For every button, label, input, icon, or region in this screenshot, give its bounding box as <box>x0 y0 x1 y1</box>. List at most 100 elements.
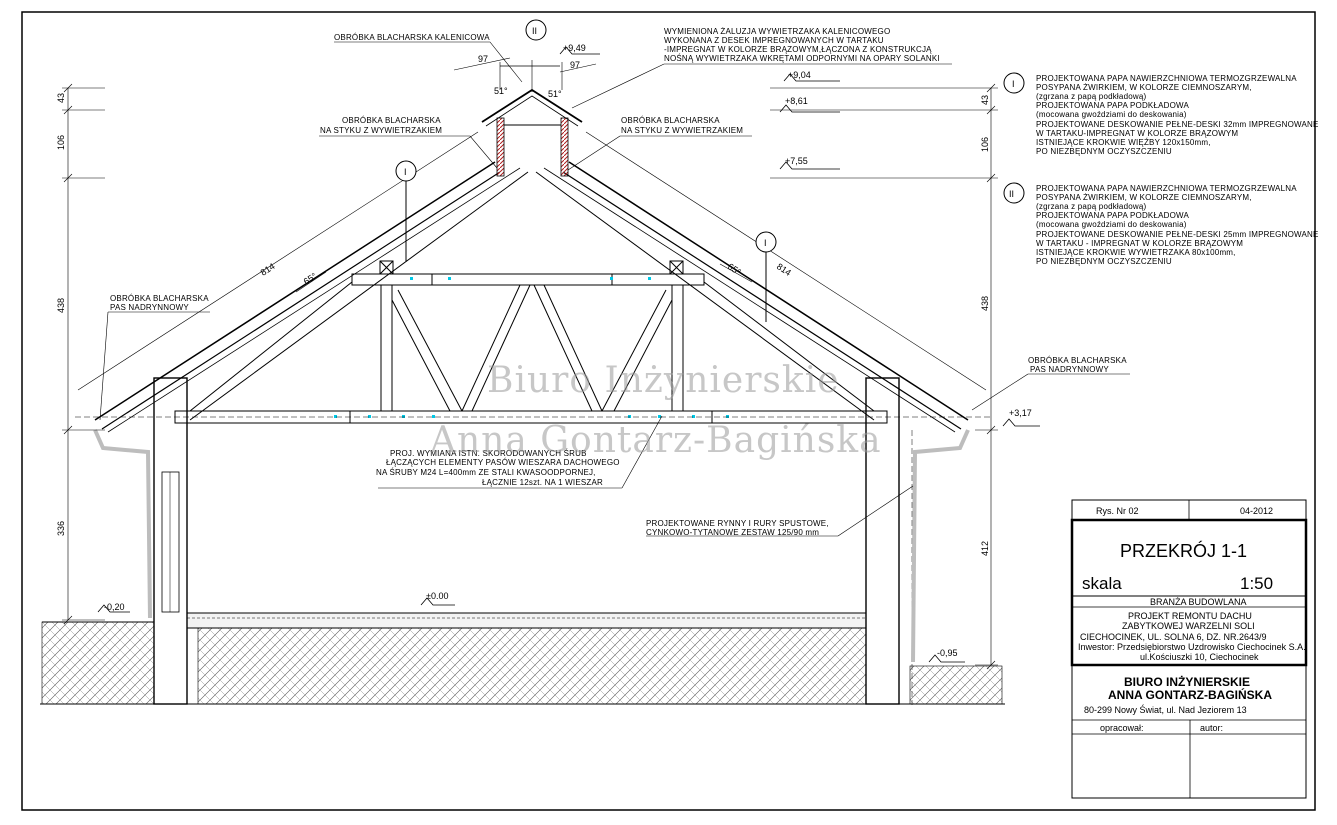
ground <box>40 621 1005 705</box>
callout-vent-louvre-2: WYKONANA Z DESEK IMPREGNOWANYCH W TARTAK… <box>664 36 884 45</box>
dimension-left <box>62 83 105 625</box>
callout-vent-joint-left-2: NA STYKU Z WYWIETRZAKIEM <box>320 126 442 135</box>
callout-gutters-1: PROJEKTOWANE RYNNY I RURY SPUSTOWE, <box>646 519 829 528</box>
tb-project-2: ZABYTKOWEJ WARZELNI SOLI <box>1122 621 1255 631</box>
tb-office-2: ANNA GONTARZ-BAGIŃSKA <box>1108 687 1272 702</box>
marker-i-right: I <box>764 238 767 248</box>
tb-date: 04-2012 <box>1240 506 1273 516</box>
legend-ii-line: (mocowana gwoździami do deskowania) <box>1036 220 1187 229</box>
callout-bolts-4: ŁĄCZNIE 12szt. NA 1 WIESZAR <box>482 478 603 487</box>
callout-ridge-flashing: OBRÓBKA BLACHARSKA KALENICOWA <box>334 33 490 42</box>
title-block <box>1070 499 1308 799</box>
level-eave: +3,17 <box>1009 408 1032 418</box>
tb-scale-value: 1:50 <box>1240 574 1273 593</box>
callout-gutters-2: CYNKOWO-TYTANOWE ZESTAW 125/90 mm <box>646 528 819 537</box>
gutters <box>93 429 970 663</box>
callout-vent-louvre-4: NOŚNĄ WYWIETRZAKA WKRĘTAMI ODPORNYMI NA … <box>664 54 940 63</box>
callout-gutter-left-2: PAS NADRYNNOWY <box>110 303 189 312</box>
dim-vent-51a: 51° <box>494 86 508 96</box>
level-ext-right: -0,95 <box>937 648 958 658</box>
watermark-line-1: Biuro Inżynierskie <box>487 360 840 401</box>
dimension-right <box>770 83 998 670</box>
level-markers <box>97 46 1040 663</box>
watermark-line-2: Anna Gontarz-Bagińska <box>429 420 882 461</box>
tb-prepared: opracował: <box>1100 723 1144 733</box>
section-markers <box>395 19 1025 322</box>
legend-ii-line: W TARTAKU - IMPREGNAT W KOLORZE BRĄZOWYM <box>1036 239 1243 248</box>
dim-vent-97a: 97 <box>478 54 488 64</box>
callout-bolts-2: ŁĄCZĄCYCH ELEMENTY PASÓW WIESZARA DACHOW… <box>386 458 620 467</box>
level-861: +8,61 <box>785 96 808 106</box>
tb-drawing-no: Rys. Nr 02 <box>1096 506 1139 516</box>
legend-layer-i: PROJEKTOWANA PAPA NAWIERZCHNIOWA TERMOZG… <box>1036 74 1319 156</box>
callout-vent-louvre-1: WYMIENIONA ŻALUZJA WYWIETRZAKA KALENICOW… <box>664 27 890 36</box>
sheet-frame <box>21 11 1316 811</box>
dim-vent-97b: 97 <box>570 60 580 70</box>
dim-vent-51b: 51° <box>548 89 562 99</box>
callout-vent-joint-right-1: OBRÓBKA BLACHARSKA <box>621 116 720 125</box>
tb-author: autor: <box>1200 723 1223 733</box>
marker-ii-legend: II <box>1009 189 1014 199</box>
callout-bolts-1: PROJ. WYMIANA ISTN. SKORODOWANYCH ŚRUB <box>390 449 587 458</box>
leader-lines <box>99 41 1130 537</box>
wall-right <box>865 377 900 705</box>
dim-angle-right: 65° <box>726 261 743 277</box>
callout-vent-joint-left-1: OBRÓBKA BLACHARSKA <box>342 116 441 125</box>
dim-right-43: 43 <box>980 95 990 105</box>
legend-i-line: POSYPANA ŻWIRKIEM, W KOLORZE CIEMNOSZARY… <box>1036 83 1252 92</box>
roof-right <box>535 161 969 433</box>
tb-investor-1: Inwestor: Przedsiębiorstwo Uzdrowisko Ci… <box>1078 642 1306 652</box>
tb-title: PRZEKRÓJ 1-1 <box>1120 540 1247 561</box>
legend-i-line: ISTNIEJĄCE KROKWIE WIĘŹBY 120x150mm, <box>1036 138 1211 147</box>
callout-bolts-3: NA ŚRUBY M24 L=400mm ZE STALI KWASOODPOR… <box>376 468 596 477</box>
legend-ii-line: POSYPANA ŻWIRKIEM, W KOLORZE CIEMNOSZARY… <box>1036 193 1252 202</box>
level-ridge-top: +9,49 <box>563 43 586 53</box>
legend-i-line: PROJEKTOWANE DESKOWANIE PEŁNE-DESKI 32mm… <box>1036 120 1319 129</box>
dim-left-106: 106 <box>56 135 66 150</box>
legend-i-line: PROJEKTOWANA PAPA NAWIERZCHNIOWA TERMOZG… <box>1036 74 1297 83</box>
legend-i-line: (mocowana gwoździami do deskowania) <box>1036 110 1187 119</box>
legend-ii-line: PO NIEZBĘDNYM OCZYSZCZENIU <box>1036 257 1172 266</box>
callout-gutter-right-1: OBRÓBKA BLACHARSKA <box>1028 356 1127 365</box>
legend-layer-ii: PROJEKTOWANA PAPA NAWIERZCHNIOWA TERMOZG… <box>1036 184 1319 266</box>
callout-gutter-right-2: PAS NADRYNNOWY <box>1030 365 1109 374</box>
level-floor: ±0.00 <box>426 591 448 601</box>
marker-i-left: I <box>404 167 407 177</box>
legend-ii-line: PROJEKTOWANA PAPA NAWIERZCHNIOWA TERMOZG… <box>1036 184 1297 193</box>
legend-i-line: PO NIEZBĘDNYM OCZYSZCZENIU <box>1036 147 1172 156</box>
dim-left-336: 336 <box>56 521 66 536</box>
callout-gutter-left-1: OBRÓBKA BLACHARSKA <box>110 294 209 303</box>
tb-discipline: BRANŻA BUDOWLANA <box>1150 597 1247 607</box>
tb-project-3: CIECHOCINEK, UL. SOLNA 6, DZ. NR.2643/9 <box>1080 632 1267 642</box>
rafter-dim-left <box>77 131 479 391</box>
bolt-marks <box>334 277 729 418</box>
dim-left-43: 43 <box>56 93 66 103</box>
roof-left <box>94 161 529 433</box>
legend-ii-line: PROJEKTOWANE DESKOWANIE PEŁNE-DESKI 25mm… <box>1036 230 1319 239</box>
floor-slab <box>186 612 878 629</box>
level-904: +9,04 <box>788 70 811 80</box>
tb-project-1: PROJEKT REMONTU DACHU <box>1128 611 1252 621</box>
legend-ii-line: (zgrzana z papą podkładową) <box>1036 202 1146 211</box>
tb-office-1: BIURO INŻYNIERSKIE <box>1124 674 1250 689</box>
marker-i-legend: I <box>1012 79 1015 89</box>
legend-i-line: PROJEKTOWANA PAPA PODKŁADOWA <box>1036 101 1190 110</box>
dim-right-412: 412 <box>980 541 990 556</box>
dim-right-438: 438 <box>980 296 990 311</box>
marker-ii-vent: II <box>532 26 537 36</box>
tb-investor-2: ul.Kościuszki 10, Ciechocinek <box>1140 652 1259 662</box>
legend-i-line: W TARTAKU-IMPREGNAT W KOLORZE BRĄZOWYM <box>1036 129 1238 138</box>
callout-vent-louvre-3: -IMPREGNAT W KOLORZE BRĄZOWYM,ŁĄCZONA Z … <box>664 45 932 54</box>
rafter-dim-right <box>585 131 987 391</box>
level-ext-left: -0,20 <box>104 602 125 612</box>
tb-office-3: 80-299 Nowy Świat, ul. Nad Jeziorem 13 <box>1084 704 1247 715</box>
level-755: +7,55 <box>785 156 808 166</box>
callout-vent-joint-right-2: NA STYKU Z WYWIETRZAKIEM <box>621 126 743 135</box>
dim-left-438: 438 <box>56 298 66 313</box>
ridge-vent <box>481 60 583 177</box>
legend-i-line: (zgrzana z papą podkładową) <box>1036 92 1146 101</box>
dim-right-106: 106 <box>980 137 990 152</box>
tb-scale-label: skala <box>1082 574 1122 593</box>
wall-left <box>153 377 188 705</box>
